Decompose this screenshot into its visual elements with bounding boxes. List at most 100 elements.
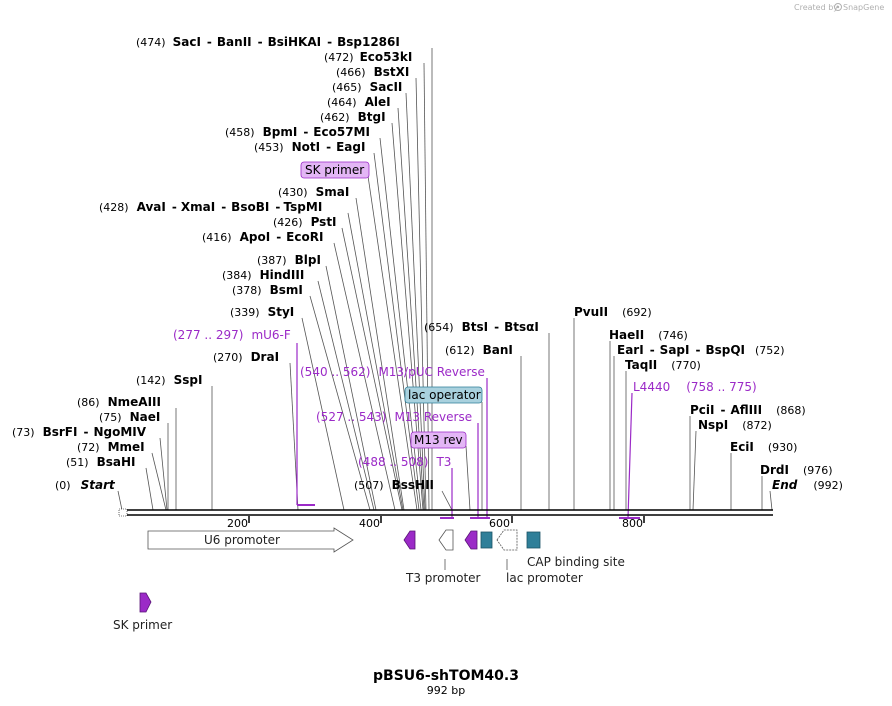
site-bsmI: (378) BsmI [232,283,303,297]
site-enzyme: PvuII [574,305,608,319]
site-banI: (612)BanI [445,343,513,357]
connector-mmeI [151,452,167,511]
site-styI: (339) StyI [230,305,294,319]
site-pciI-group: PciI-AflIII(868) [690,403,806,417]
connector-avaI [347,212,404,511]
primer-name: M13/pUC Reverse [378,365,485,379]
connector-skprimer [367,175,418,511]
sequence-backbone [118,508,773,517]
site-position: (51) [66,456,89,469]
primer-range: (527 .. 543) [316,410,386,424]
site-enzyme: AvaI [137,200,166,214]
site-position: (75) [99,411,122,424]
l4440-label: L4440(758 .. 775) [633,380,757,394]
connector-smaI [355,197,405,511]
site-position: (465) [332,81,362,94]
site-enzyme: AleI [365,95,391,109]
site-position: (378) [232,284,262,297]
feature-track: U6 promoter T3 promoter lac promoter CAP… [113,527,625,632]
site-haeII: HaeII(746) [609,328,688,342]
primer-arrow-reverse-1 [403,530,416,550]
site-eco53kI: (472)Eco53kI [324,50,412,64]
primer-name: T3 [435,455,451,469]
connector-blpI [325,265,377,511]
site-enzyme: HindIII [260,268,305,282]
site-naeI: (75) NaeI [99,410,160,424]
site-enzyme: TspMI [284,200,323,214]
site-taqII: TaqII(770) [625,358,701,372]
site-blpI: (387)BlpI [257,253,321,267]
site-position: (462) [320,111,350,124]
site-bstXI: (466)BstXI [336,65,409,79]
site-enzyme: SacI [173,35,201,49]
site-enzyme: DraI [251,350,279,364]
brand-text: SnapGene [843,3,884,12]
site-enzyme: NaeI [130,410,161,424]
site-position: (430) [278,186,308,199]
site-enzyme: NmeAIII [108,395,161,409]
site-enzyme: Bsp1286I [337,35,400,49]
connector-bsaHI [145,467,154,511]
site-position: (507) [354,479,384,492]
site-enzyme: BtsI [462,320,489,334]
site-btgI: (462)BtgI [320,110,386,124]
credit-text: Created by [794,3,838,12]
site-earI-group: EarI-SapI-BspQI(752) [617,343,785,357]
primer-range: (277 .. 297) [173,328,243,342]
site-position: (466) [336,66,366,79]
site-enzyme: XmaI [181,200,215,214]
site-position: (868) [776,404,806,417]
connector-bssHII [441,490,453,511]
m13-rev-box-label: M13 rev [410,431,467,449]
snapgene-logo-icon [834,3,842,11]
site-enzyme: Eco57MI [313,125,370,139]
m13-rev-box-text: M13 rev [414,433,463,447]
site-enzyme: EarI [617,343,644,357]
site-position: (872) [742,419,772,432]
primer-range: (540 .. 562) [300,365,370,379]
site-position: (72) [77,441,100,454]
site-enzyme: NgoMIV [93,425,146,439]
t3-promoter-label: T3 promoter [405,571,481,585]
primer-name: L4440 [633,380,670,394]
sk-primer-box-label: SK primer [300,161,370,179]
site-enzyme: BtsαI [504,320,539,334]
site-enzyme: SspI [174,373,203,387]
site-draI: (270)DraI [213,350,279,364]
site-enzyme: AflIII [730,403,762,417]
site-btsI-group: (654)BtsI-BtsαI [424,320,539,334]
site-enzyme: EcoRI [286,230,323,244]
site-position: (339) [230,306,260,319]
site-enzyme: BanI [483,343,513,357]
site-end: End(992) [772,478,843,492]
site-labels: (474)SacI-BanII-BsiHKAI-Bsp1286I (472)Ec… [12,35,843,492]
t3-promoter-arrow [438,529,454,551]
site-position: (472) [324,51,354,64]
site-enzyme: MmeI [108,440,145,454]
site-enzyme: BanII [217,35,252,49]
tick-label: 800 [622,517,643,530]
site-enzyme: End [772,478,798,492]
site-hindIII: (384)HindIII [222,268,304,282]
site-enzyme: BsmI [270,283,303,297]
connector-styI [301,317,345,511]
cap-binding-site-label: CAP binding site [527,555,625,569]
site-smaI: (430)SmaI [278,185,349,199]
u6-promoter-label: U6 promoter [204,533,280,547]
site-drdI: DrdI(976) [760,463,833,477]
m13puc-label: (540 .. 562) M13/pUC Reverse [300,365,485,379]
connector-end [769,490,773,511]
site-enzyme: StyI [268,305,295,319]
site-start: (0)Start [55,478,116,492]
site-enzyme: BpmI [263,125,298,139]
primer-name: mU6-F [251,328,290,342]
lac-promoter-label: lac promoter [506,571,583,585]
site-sspI: (142) SspI [136,373,202,387]
site-enzyme: ApoI [240,230,271,244]
t3-label: (488 .. 508)T3 [358,455,451,469]
primer-arrow-reverse-2 [464,530,478,550]
connector-apoI [333,242,396,511]
site-position: (142) [136,374,166,387]
m13-reverse-label: (527 .. 543)M13 Reverse [316,410,472,424]
site-enzyme: BsaHI [97,455,136,469]
